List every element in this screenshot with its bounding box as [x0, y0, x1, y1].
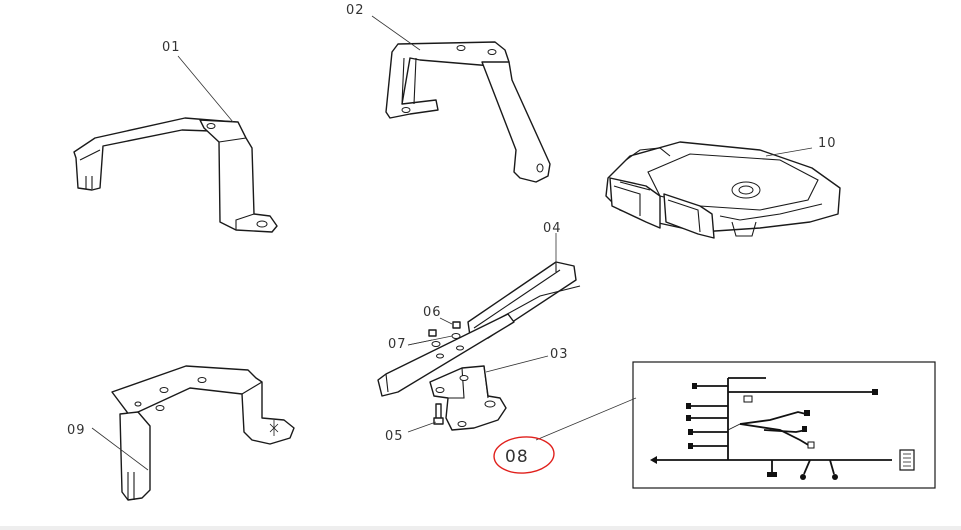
bottom-edge — [0, 526, 961, 530]
part-04-rail — [377, 233, 581, 397]
part-06-07-fasteners — [407, 317, 464, 359]
callout-07: 07 — [388, 337, 407, 352]
part-05-bolt — [407, 403, 444, 433]
callout-09: 09 — [67, 423, 86, 438]
callout-05: 05 — [385, 429, 404, 444]
callout-08[interactable]: 08 — [505, 447, 529, 467]
part-03-bracket — [429, 355, 549, 431]
callout-01: 01 — [162, 40, 181, 55]
part-02-bracket — [371, 15, 551, 183]
part-10-ecu — [605, 141, 841, 239]
part-01-bracket — [73, 55, 278, 233]
part-09-bracket — [91, 365, 295, 501]
callout-02: 02 — [346, 3, 365, 18]
part-08-harness-box — [535, 361, 936, 489]
callout-03: 03 — [550, 347, 569, 362]
highlight-circle-08 — [493, 436, 555, 474]
callout-04: 04 — [543, 221, 562, 236]
callout-10: 10 — [818, 136, 837, 151]
callout-06: 06 — [423, 305, 442, 320]
